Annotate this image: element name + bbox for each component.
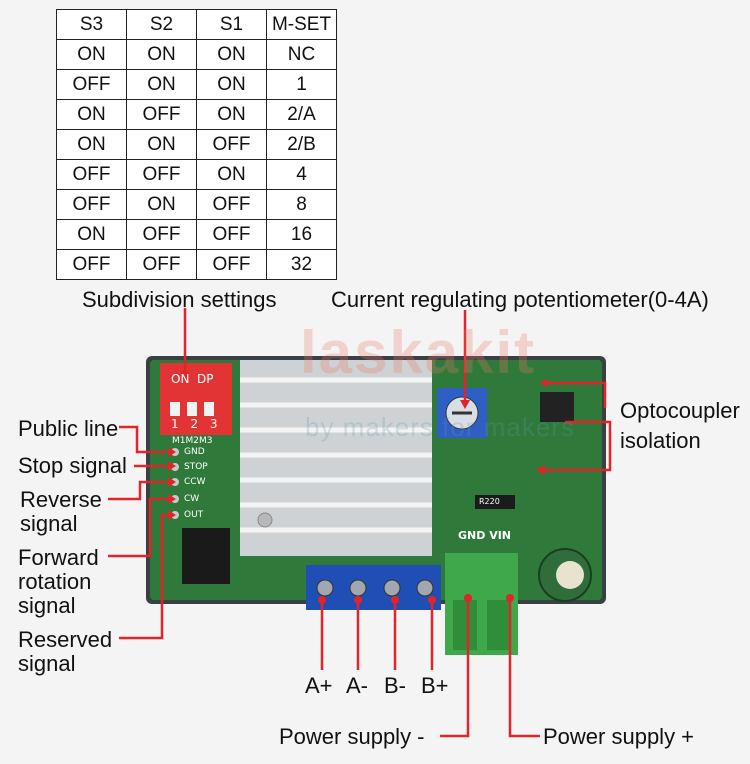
- table-cell: 1: [266, 69, 337, 100]
- table-cell: OFF: [196, 219, 267, 250]
- power-minus-label: Power supply -: [279, 724, 425, 749]
- public-line-label: Public line: [18, 416, 119, 441]
- table-cell: 2/B: [266, 129, 337, 160]
- driver-ic: [182, 528, 230, 584]
- table-cell: ON: [196, 39, 267, 70]
- table-cell: OFF: [126, 219, 197, 250]
- table-cell: ON: [126, 69, 197, 100]
- reverse-label-1: Reverse: [20, 487, 102, 512]
- r220-text: R220: [479, 497, 500, 506]
- table-header: S1: [196, 9, 267, 40]
- a-minus-label: A-: [346, 673, 368, 698]
- table-cell: ON: [196, 69, 267, 100]
- table-cell: OFF: [56, 189, 127, 220]
- table-cell: OFF: [56, 69, 127, 100]
- table-cell: 2/A: [266, 99, 337, 130]
- optocoupler-chip: [540, 392, 574, 422]
- reverse-label-2: signal: [20, 511, 78, 536]
- table-cell: OFF: [126, 99, 197, 130]
- table-cell: OFF: [126, 159, 197, 190]
- dip-dp-text: DP: [197, 372, 214, 386]
- forward-label-1: Forward: [18, 545, 99, 570]
- b-minus-label: B-: [384, 673, 406, 698]
- optocoupler-label-1: Optocoupler: [620, 398, 740, 423]
- stop-signal-label: Stop signal: [18, 453, 127, 478]
- heatsink: [240, 360, 432, 556]
- pin-stop-text: STOP: [184, 462, 208, 472]
- b-plus-label: B+: [421, 673, 449, 698]
- table-cell: ON: [56, 219, 127, 250]
- a-plus-label: A+: [305, 673, 333, 698]
- power-plus-label: Power supply +: [543, 724, 695, 749]
- table-cell: OFF: [196, 129, 267, 160]
- forward-label-3: signal: [18, 593, 76, 618]
- reserved-label-1: Reserved: [18, 627, 113, 652]
- table-cell: ON: [56, 39, 127, 70]
- pin-cw-text: CW: [184, 494, 200, 504]
- table-header: S3: [56, 9, 127, 40]
- dip-switch: [160, 363, 232, 435]
- annotation-lines: [108, 308, 612, 738]
- potentiometer-label: Current regulating potentiometer(0-4A): [331, 287, 709, 312]
- table-cell: OFF: [196, 189, 267, 220]
- m-header-text: M1M2M3: [172, 436, 213, 446]
- pin-gnd-text: GND: [184, 447, 205, 457]
- dip-numbers-text: 1 2 3: [171, 417, 222, 431]
- table-header: S2: [126, 9, 197, 40]
- pin-ccw-text: CCW: [184, 477, 206, 487]
- watermark-tagline: by makers for makers: [305, 412, 575, 442]
- pin-out-text: OUT: [184, 510, 204, 520]
- table-cell: 32: [266, 249, 337, 280]
- reserved-label-2: signal: [18, 651, 76, 676]
- table-cell: OFF: [196, 249, 267, 280]
- table-header-row: S3 S2 S1 M-SET: [56, 9, 337, 40]
- table-cell: ON: [56, 129, 127, 160]
- table-cell: OFF: [56, 249, 127, 280]
- table-cell: ON: [126, 189, 197, 220]
- watermark-brand: laskakit: [300, 319, 537, 386]
- forward-label-2: rotation: [18, 569, 92, 594]
- table-cell: ON: [126, 39, 197, 70]
- dip-on-text: ON: [171, 372, 190, 386]
- gnd-vin-text: GND VIN: [458, 529, 512, 542]
- optocoupler-label-2: isolation: [620, 428, 701, 453]
- subdivision-label: Subdivision settings: [82, 287, 277, 312]
